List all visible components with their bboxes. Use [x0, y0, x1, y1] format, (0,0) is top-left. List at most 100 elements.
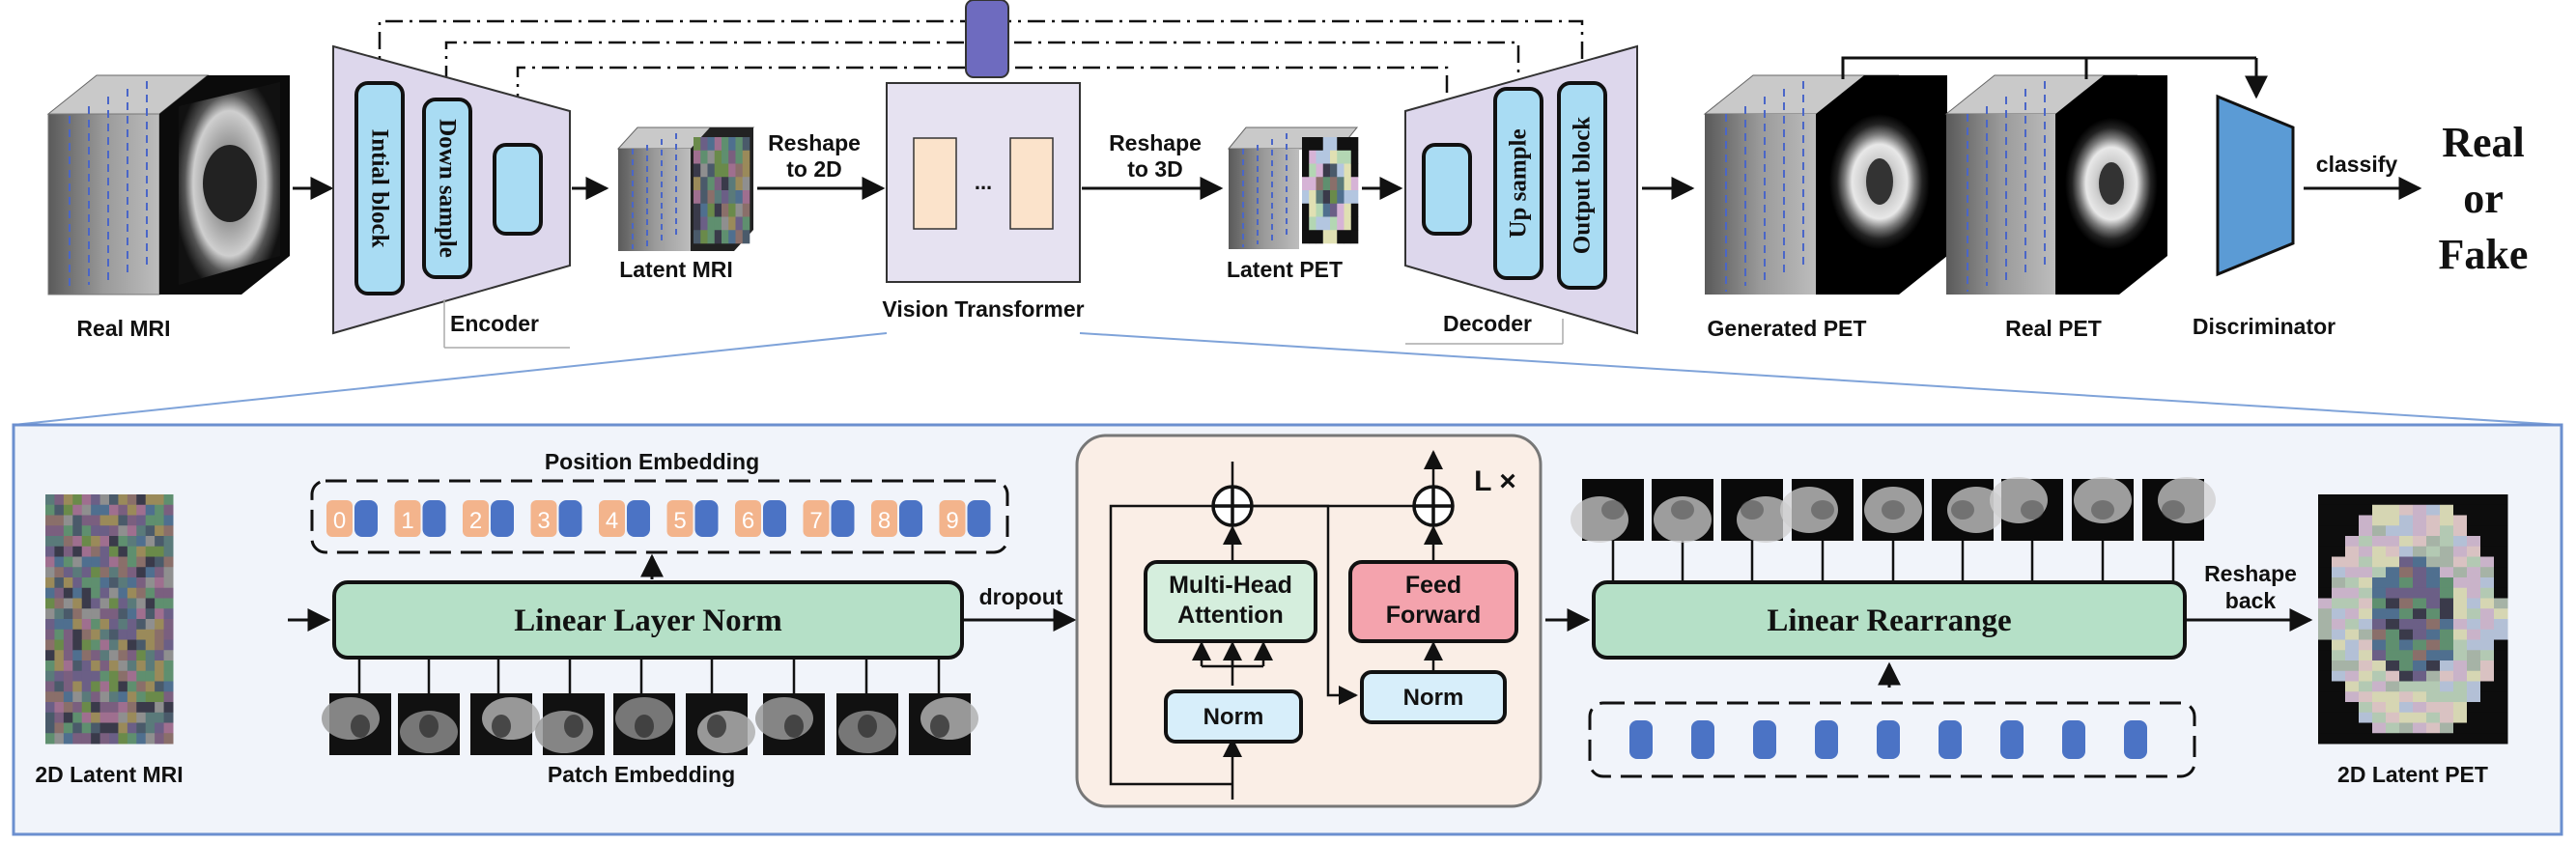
mosaic-cell: [63, 681, 73, 692]
mosaic-cell: [118, 515, 128, 526]
mosaic-cell: [1316, 137, 1324, 152]
mosaic-cell: [1330, 150, 1338, 164]
mosaic-cell: [2453, 670, 2468, 682]
mosaic-cell: [54, 567, 65, 578]
mosaic-cell: [72, 670, 83, 682]
mosaic-cell: [2480, 650, 2495, 661]
position-token-vector: [967, 500, 991, 537]
position-token-label: 3: [537, 508, 550, 534]
mosaic-cell: [2318, 598, 2333, 609]
mosaic-cell: [127, 722, 137, 734]
mosaic-cell: [2386, 567, 2400, 578]
mosaic-cell: [2318, 536, 2333, 548]
mosaic-cell: [735, 150, 744, 164]
mosaic-cell: [91, 536, 101, 548]
mosaic-cell: [2332, 660, 2346, 672]
position-token-label: 1: [401, 508, 413, 534]
mosaic-cell: [136, 670, 147, 682]
mosaic-cell: [118, 712, 128, 723]
mosaic-cell: [2467, 619, 2481, 631]
mosaic-cell: [2467, 525, 2481, 537]
mosaic-cell: [136, 722, 147, 734]
mosaic-cell: [155, 660, 165, 672]
mosaic-cell: [2318, 722, 2333, 734]
pet-patch-texture: [1601, 500, 1625, 520]
mosaic-cell: [45, 733, 55, 745]
mosaic-cell: [155, 546, 165, 557]
mosaic-cell: [2494, 722, 2508, 734]
mosaic-cell: [2386, 702, 2400, 714]
mosaic-cell: [2453, 525, 2468, 537]
mosaic-cell: [2453, 587, 2468, 599]
real-pet-volume: [1944, 74, 2167, 295]
mosaic-cell: [1344, 203, 1352, 217]
position-token-vector: [899, 500, 922, 537]
mosaic-cell: [54, 515, 65, 526]
mosaic-cell: [2399, 691, 2414, 703]
mosaic-cell: [2359, 702, 2373, 714]
mosaic-cell: [2359, 515, 2373, 526]
mosaic-cell: [1344, 137, 1352, 152]
mosaic-cell: [722, 203, 729, 217]
mosaic-cell: [72, 608, 83, 620]
output-token: [1939, 720, 1962, 759]
mosaic-cell: [2345, 598, 2360, 609]
mosaic-cell: [2440, 536, 2454, 548]
mosaic-cell: [2345, 670, 2360, 682]
position-token-index: [326, 500, 353, 537]
mosaic-cell: [700, 150, 708, 164]
mosaic-cell: [2440, 567, 2454, 578]
mosaic-cell: [2399, 733, 2414, 745]
mosaic-cell: [45, 546, 55, 557]
mosaic-cell: [2332, 670, 2346, 682]
mosaic-cell: [2494, 504, 2508, 516]
mosaic-cell: [2345, 515, 2360, 526]
mosaic-cell: [145, 619, 156, 631]
reshape-2d-line2: to 2D: [786, 156, 842, 182]
mosaic-cell: [2372, 556, 2387, 568]
mosaic-cell: [145, 702, 156, 714]
mosaic-cell: [63, 587, 73, 599]
mosaic-cell: [145, 639, 156, 651]
mosaic-cell: [109, 681, 119, 692]
mosaic-cell: [2318, 691, 2333, 703]
mosaic-cell: [2318, 702, 2333, 714]
mosaic-cell: [2345, 567, 2360, 578]
mosaic-cell: [2467, 556, 2481, 568]
mosaic-cell: [63, 670, 73, 682]
mosaic-cell: [63, 525, 73, 537]
mosaic-cell: [99, 536, 110, 548]
mosaic-cell: [91, 556, 101, 568]
mosaic-cell: [2453, 608, 2468, 620]
mosaic-cell: [72, 525, 83, 537]
mosaic-cell: [2386, 722, 2400, 734]
mosaic-cell: [118, 567, 128, 578]
mosaic-cell: [99, 504, 110, 516]
mosaic-cell: [2494, 702, 2508, 714]
mosaic-cell: [2372, 608, 2387, 620]
mosaic-cell: [2440, 587, 2454, 599]
mosaic-cell: [2372, 494, 2387, 506]
mosaic-cell: [2453, 556, 2468, 568]
mosaic-cell: [45, 681, 55, 692]
mosaic-cell: [2413, 567, 2427, 578]
patch-texture: [482, 697, 540, 740]
mosaic-cell: [155, 556, 165, 568]
mosaic-cell: [72, 598, 83, 609]
mosaic-cell: [1302, 216, 1310, 231]
mosaic-cell: [1344, 190, 1352, 205]
mosaic-cell: [2467, 494, 2481, 506]
mosaic-cell: [2440, 691, 2454, 703]
mosaic-cell: [707, 190, 716, 205]
patch-texture: [635, 715, 654, 738]
mosaic-cell: [91, 722, 101, 734]
mosaic-cell: [118, 650, 128, 661]
mosaic-cell: [99, 660, 110, 672]
mosaic-cell: [714, 190, 722, 205]
mosaic-cell: [2359, 536, 2373, 548]
latent-pet-cube: [1227, 126, 1359, 249]
mosaic-cell: [45, 515, 55, 526]
mosaic-cell: [2399, 504, 2414, 516]
mosaic-cell: [2413, 670, 2427, 682]
mosaic-cell: [91, 639, 101, 651]
